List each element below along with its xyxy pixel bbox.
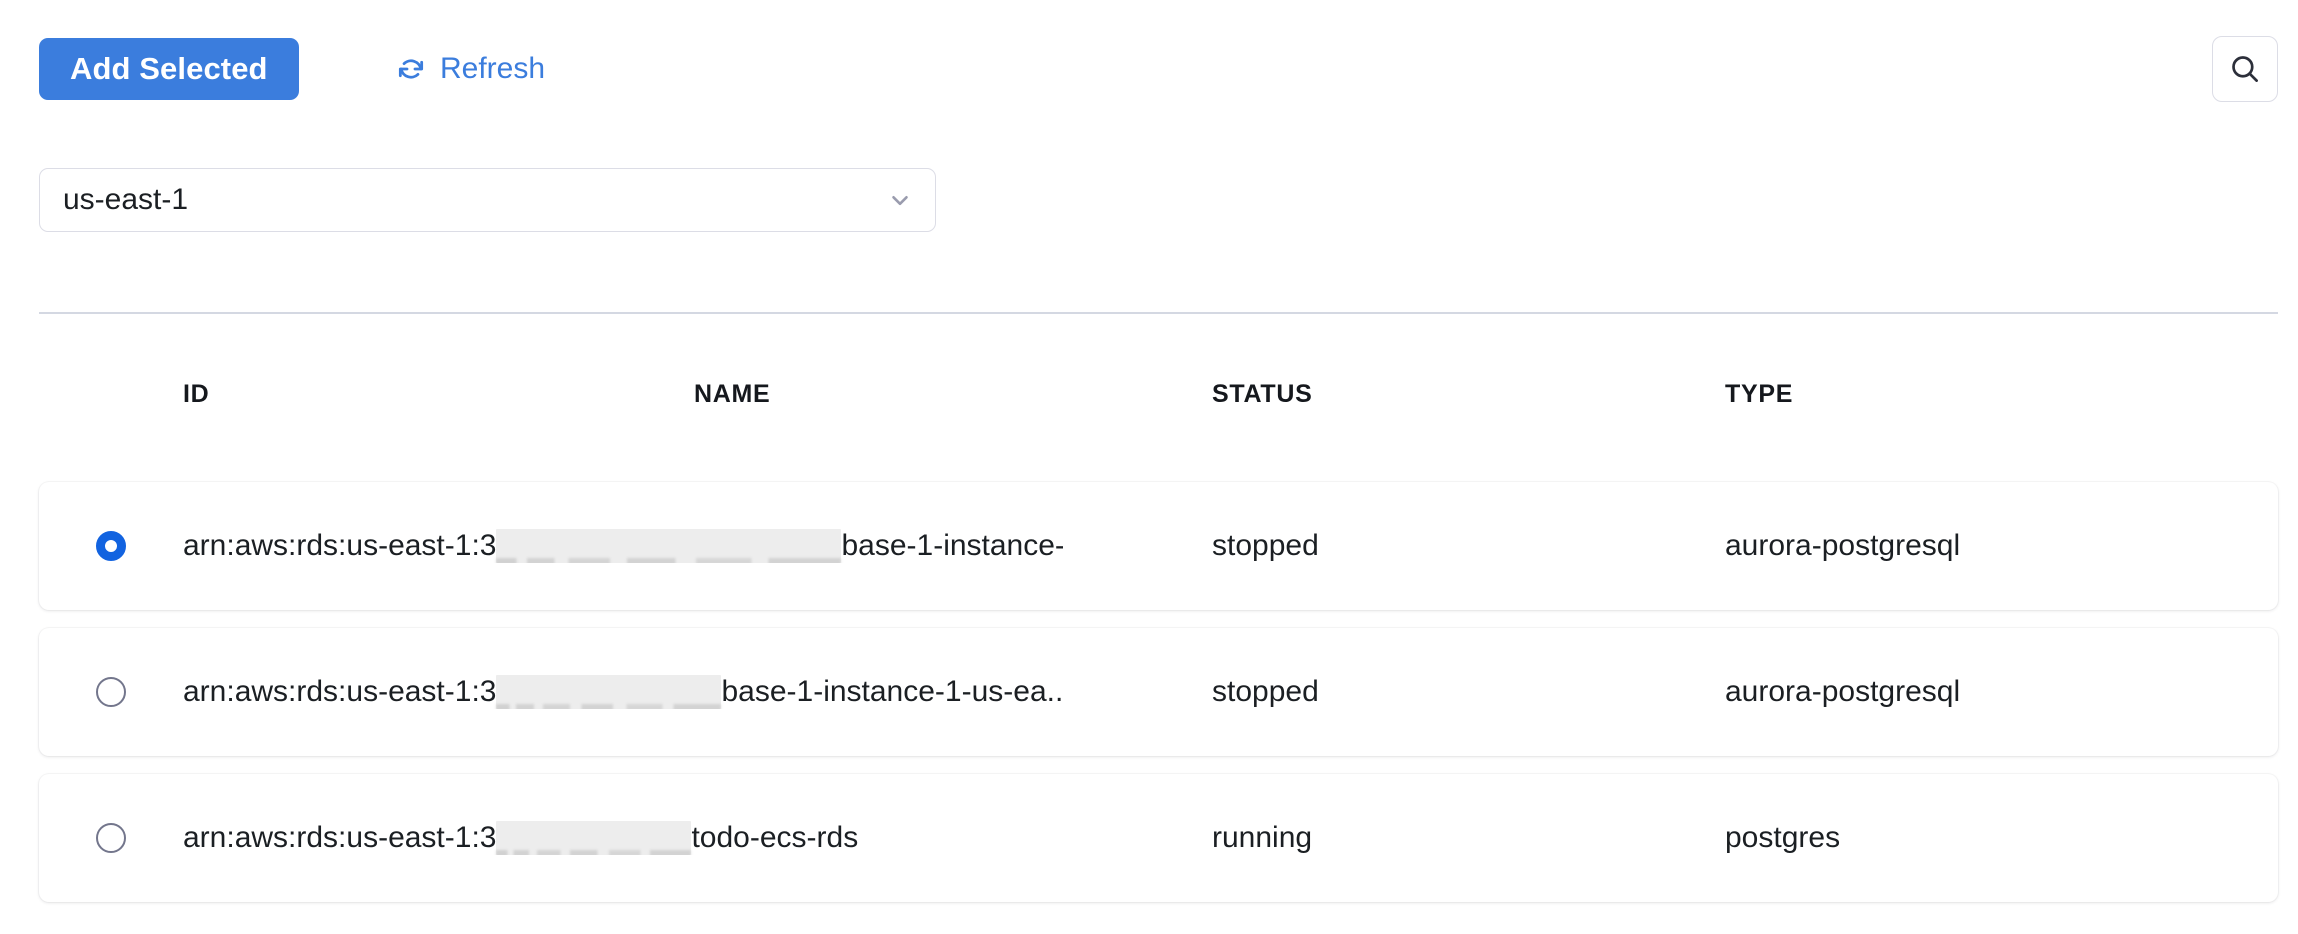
row-id-cell: arn:aws:rds:us-east-1:3xxxxxxxxxxxxxxxxx… bbox=[183, 529, 1063, 563]
refresh-icon bbox=[395, 53, 427, 85]
row-status-cell: running bbox=[1212, 821, 1313, 854]
table-row[interactable]: arn:aws:rds:us-east-1:3xxxxxxxxxxxxxxxba… bbox=[39, 628, 2278, 756]
row-type-cell: aurora-postgresql bbox=[1725, 529, 1961, 562]
radio-button[interactable] bbox=[96, 823, 126, 853]
radio-button-selected[interactable] bbox=[96, 531, 126, 561]
section-divider bbox=[39, 312, 2278, 314]
arn-suffix: todo-ecs-rds bbox=[691, 821, 859, 854]
table-row[interactable]: arn:aws:rds:us-east-1:3xxxxxxxxxxxxxtodo… bbox=[39, 774, 2278, 902]
row-id-cell: arn:aws:rds:us-east-1:3xxxxxxxxxxxxxtodo… bbox=[183, 821, 858, 855]
redacted-account-id: xxxxxxxxxxxxx bbox=[496, 821, 692, 855]
chevron-down-icon bbox=[887, 187, 913, 213]
row-radio-cell[interactable] bbox=[39, 677, 183, 707]
arn-prefix: arn:aws:rds:us-east-1:3 bbox=[183, 529, 497, 562]
refresh-label: Refresh bbox=[440, 52, 546, 85]
redacted-account-id: xxxxxxxxxxxxxxx bbox=[496, 675, 722, 709]
table-body: arn:aws:rds:us-east-1:3xxxxxxxxxxxxxxxxx… bbox=[0, 482, 2298, 902]
row-id-cell: arn:aws:rds:us-east-1:3xxxxxxxxxxxxxxxba… bbox=[183, 675, 1063, 709]
radio-button[interactable] bbox=[96, 677, 126, 707]
row-type-cell: postgres bbox=[1725, 821, 1841, 854]
row-status-cell: stopped bbox=[1212, 529, 1319, 562]
redacted-account-id: xxxxxxxxxxxxxxxxxxxxxxx bbox=[496, 529, 842, 563]
instances-table: ID NAME STATUS TYPE arn:aws:rds:us-east-… bbox=[0, 380, 2298, 920]
add-selected-button[interactable]: Add Selected bbox=[39, 38, 299, 100]
column-header-status: STATUS bbox=[1212, 380, 1313, 408]
column-header-type: TYPE bbox=[1725, 380, 1794, 408]
arn-suffix: base-1-instance-1 bbox=[841, 529, 1063, 562]
column-header-id: ID bbox=[183, 380, 210, 408]
column-header-name: NAME bbox=[694, 380, 771, 408]
row-radio-cell[interactable] bbox=[39, 823, 183, 853]
table-row[interactable]: arn:aws:rds:us-east-1:3xxxxxxxxxxxxxxxxx… bbox=[39, 482, 2278, 610]
region-select[interactable]: us-east-1 bbox=[39, 168, 936, 232]
row-status-cell: stopped bbox=[1212, 675, 1319, 708]
row-type-cell: aurora-postgresql bbox=[1725, 675, 1961, 708]
region-select-value: us-east-1 bbox=[63, 183, 189, 216]
arn-prefix: arn:aws:rds:us-east-1:3 bbox=[183, 821, 497, 854]
refresh-button[interactable]: Refresh bbox=[395, 38, 545, 100]
search-icon bbox=[2228, 52, 2262, 86]
row-radio-cell[interactable] bbox=[39, 531, 183, 561]
toolbar: Add Selected Refresh bbox=[0, 0, 2298, 122]
arn-prefix: arn:aws:rds:us-east-1:3 bbox=[183, 675, 497, 708]
arn-suffix: base-1-instance-1-us-ea... bbox=[721, 675, 1063, 708]
search-button[interactable] bbox=[2212, 36, 2278, 102]
table-header-row: ID NAME STATUS TYPE bbox=[0, 380, 2298, 432]
